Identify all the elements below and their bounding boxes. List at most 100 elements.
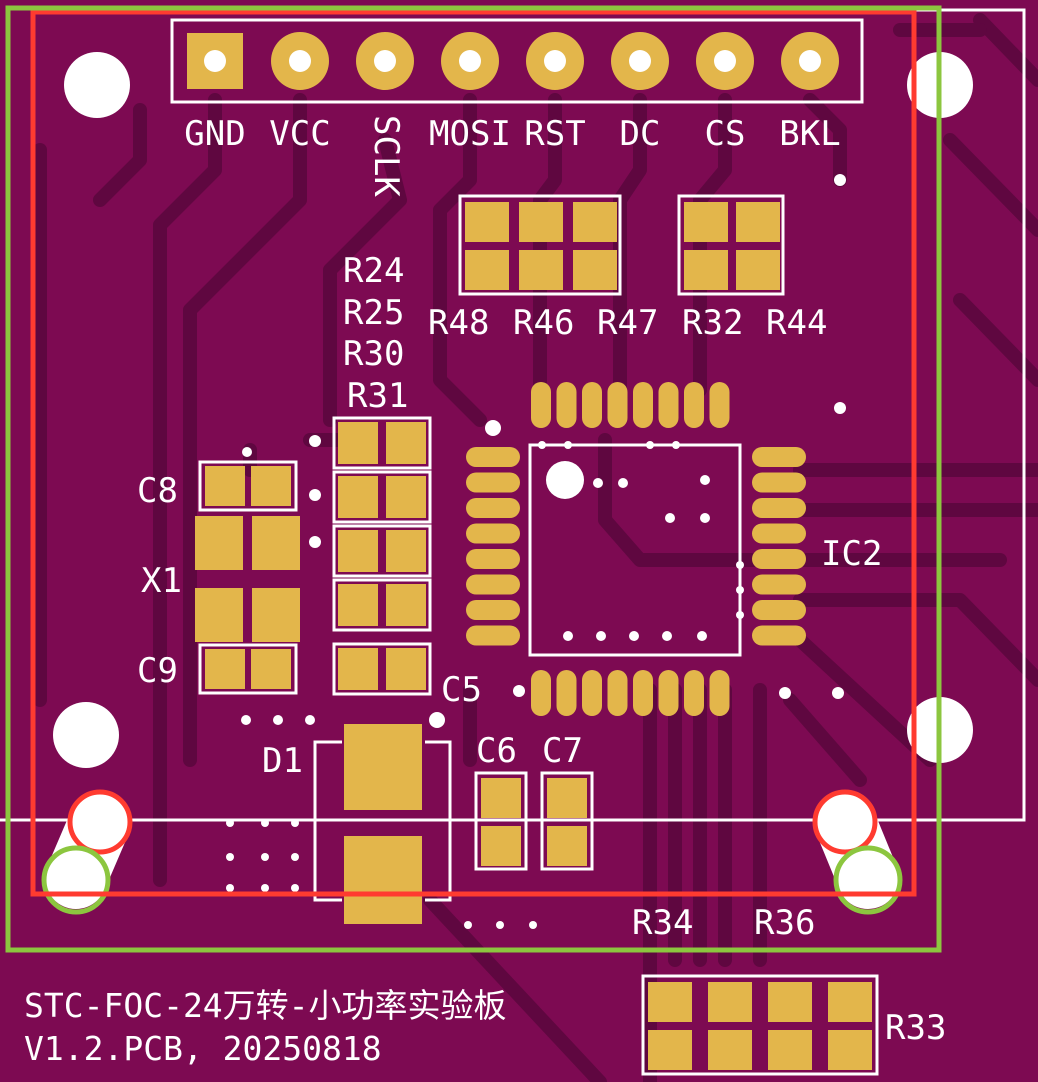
ic2-pad-bottom: [709, 670, 730, 716]
ic2-pad-left: [466, 472, 520, 493]
header-label-vcc: VCC: [269, 114, 330, 154]
label-r34: R34: [632, 903, 693, 943]
ic2-pad-right: [752, 600, 806, 620]
header-pads: [187, 32, 839, 90]
label-ic2: IC2: [821, 534, 882, 574]
ic2-pin1-marker: [546, 461, 584, 499]
via: [672, 441, 680, 449]
slot-marker-green-right: [833, 845, 903, 915]
ic2-pad-left: [466, 600, 520, 620]
outline-red: [30, 9, 917, 897]
label-c7: C7: [542, 731, 583, 771]
slotted-holes: [41, 789, 903, 915]
via: [485, 420, 501, 436]
ic2-pad-bottom: [633, 670, 653, 716]
ic2-pad-top: [684, 382, 704, 428]
board-version: V1.2.PCB, 20250818: [24, 1029, 382, 1068]
via: [429, 712, 445, 728]
via: [662, 631, 672, 641]
label-c8: C8: [137, 471, 178, 511]
label-c5: C5: [441, 670, 482, 710]
ic2-pad-left: [466, 625, 520, 646]
ic2-pad-right: [752, 472, 806, 493]
header-label-dc: DC: [620, 114, 661, 154]
header-pad-hole-dc: [629, 50, 651, 72]
mounting-holes: [53, 52, 973, 768]
header-label-mosi: MOSI: [429, 114, 511, 154]
via: [593, 478, 603, 488]
slot-marker-red-right: [812, 789, 878, 855]
via: [834, 402, 846, 414]
header-pad-hole-mosi: [459, 50, 481, 72]
via: [700, 475, 710, 485]
label-r48: R48: [428, 303, 489, 343]
header-pad-hole-cs: [714, 50, 736, 72]
header-label-cs: CS: [705, 114, 746, 154]
slot-marker-red-left: [67, 789, 133, 855]
via: [305, 715, 315, 725]
ic2-pad-top: [709, 382, 730, 428]
header-pad-hole-bkl: [799, 50, 821, 72]
ic2-pad-bottom: [658, 670, 679, 716]
via: [226, 853, 234, 861]
header-pad-hole-gnd: [204, 50, 226, 72]
ic2-pad-left: [466, 549, 520, 569]
silkscreen-outlines: [198, 194, 879, 1076]
via: [309, 536, 321, 548]
via: [291, 884, 299, 892]
header-label-gnd: GND: [184, 114, 245, 154]
label-x1: X1: [141, 561, 182, 601]
ic2-pad-left: [466, 447, 520, 467]
via: [291, 819, 299, 827]
via: [261, 884, 269, 892]
outline-green: [5, 5, 942, 953]
ic2-pad-top: [607, 382, 628, 428]
ic2-pad-right: [752, 549, 806, 569]
via: [513, 685, 525, 697]
ic2-pad-top: [633, 382, 653, 428]
via: [700, 513, 710, 523]
via: [496, 921, 504, 929]
via: [273, 715, 283, 725]
via: [538, 441, 546, 449]
via: [261, 853, 269, 861]
ic2-pad-right: [752, 523, 806, 544]
via: [646, 441, 654, 449]
label-r46: R46: [513, 303, 574, 343]
slot-marker-green-left: [41, 845, 111, 915]
header-pad-hole-vcc: [289, 50, 311, 72]
via: [291, 853, 299, 861]
board-title: STC-FOC-24万转-小功率实验板: [24, 986, 507, 1025]
header-pad-hole-sclk: [374, 50, 396, 72]
ic2-pad-bottom: [531, 670, 551, 716]
ic2-pad-right: [752, 574, 806, 595]
ic2-pad-left: [466, 574, 520, 595]
label-r36: R36: [754, 903, 815, 943]
ic2-pad-bottom: [556, 670, 577, 716]
header-label-sclk: SCLK: [366, 115, 406, 197]
label-r30: R30: [343, 334, 404, 374]
ic2-pad-top: [658, 382, 679, 428]
via: [464, 921, 472, 929]
label-c9: C9: [137, 651, 178, 691]
label-r31: R31: [347, 376, 408, 416]
via: [736, 586, 744, 594]
ic2-pad-bottom: [607, 670, 628, 716]
via: [779, 687, 791, 699]
label-r44: R44: [766, 303, 827, 343]
via: [665, 513, 675, 523]
header-pad-hole-rst: [544, 50, 566, 72]
via: [832, 687, 844, 699]
ic2-pad-left: [466, 523, 520, 544]
label-c6: C6: [476, 731, 517, 771]
label-r25: R25: [343, 293, 404, 333]
via: [736, 611, 744, 619]
via: [564, 441, 572, 449]
label-r24: R24: [343, 251, 404, 291]
via: [834, 174, 846, 186]
mounting-hole-bottom-left: [53, 702, 119, 768]
via: [261, 819, 269, 827]
via: [241, 715, 251, 725]
